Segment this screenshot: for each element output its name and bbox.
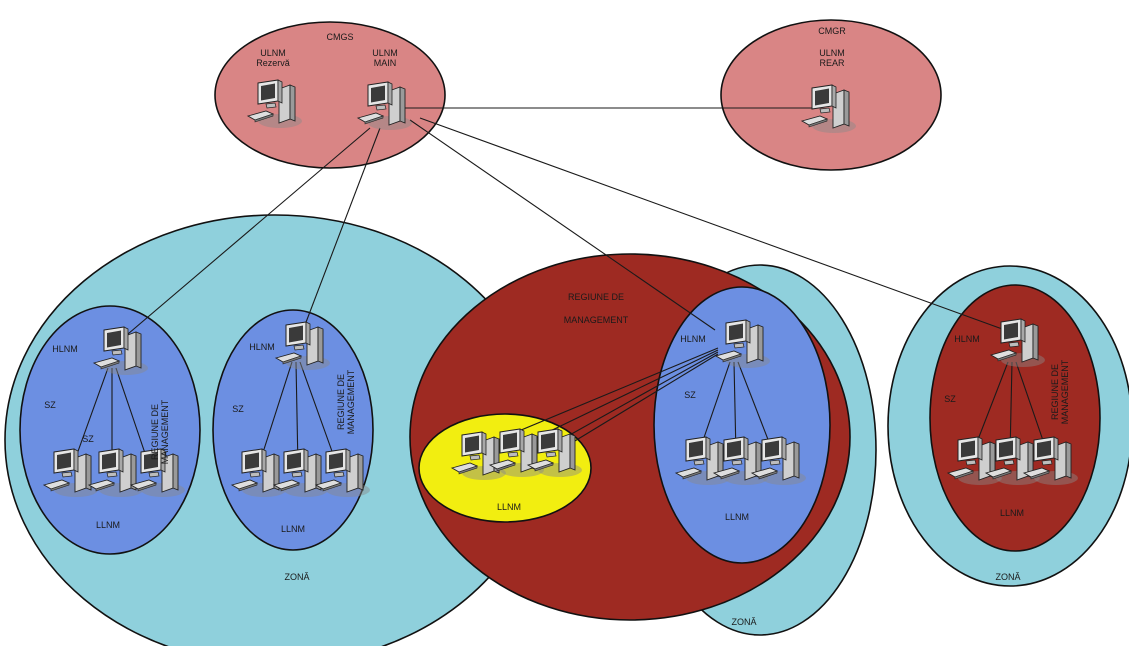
link-hlnm-mid-yellow3: [549, 351, 719, 447]
llnm-yellow-label: LLNM: [497, 502, 521, 512]
link-main-hlnm-left2: [299, 127, 381, 339]
llnm-left1-label: LLNM: [96, 520, 120, 530]
cmgs-title: CMGS: [327, 32, 354, 42]
region-left1-label-line2: MANAGEMENT: [160, 399, 170, 464]
cmgs-region: [214, 21, 446, 169]
ulnm-main-sublabel: MAIN: [374, 58, 397, 68]
sz-left2-label: SZ: [232, 404, 244, 414]
hlnm-right-label: HLNM: [954, 334, 980, 344]
zone-middle-label: ZONĂ: [731, 617, 756, 627]
link-main-hlnm-left1: [114, 127, 371, 346]
hlnm-left2-label: HLNM: [249, 342, 275, 352]
region-left2-label-line1: REGIUNE DE: [336, 374, 346, 430]
llnm-middle-label: LLNM: [725, 512, 749, 522]
sz-middle-label: SZ: [684, 390, 696, 400]
ulnm-rear-sublabel: REAR: [819, 58, 845, 68]
region-right-label-line1: REGIUNE DE: [1050, 364, 1060, 420]
cmgr-title: CMGR: [818, 26, 846, 36]
sz-left1-label: SZ: [44, 400, 56, 410]
llnm-left2-label: LLNM: [281, 524, 305, 534]
hlnm-middle-label: HLNM: [680, 334, 706, 344]
ulnm-rear-label: ULNM: [819, 48, 845, 58]
ulnm-reserve-label: ULNM: [260, 48, 286, 58]
zone-right-label: ZONĂ: [995, 572, 1020, 582]
link-main-hlnm-right: [419, 117, 1006, 331]
region-right-label-line2: MANAGEMENT: [1060, 359, 1070, 424]
region-left2-label-line2: MANAGEMENT: [346, 369, 356, 434]
sz-right-label: SZ: [944, 394, 956, 404]
sz-left1-inner-label: SZ: [82, 434, 94, 444]
network-links: [71, 107, 1049, 469]
region-middle-label-line1: REGIUNE DE: [568, 292, 624, 302]
ulnm-reserve-sublabel: Rezervă: [256, 58, 290, 68]
region-middle-label-line2: MANAGEMENT: [564, 315, 629, 325]
link-main-hlnm-middle: [409, 119, 716, 331]
region-left1-label-line1: REGIUNE DE: [150, 404, 160, 460]
ulnm-main-label: ULNM: [372, 48, 398, 58]
zone-left-label: ZONĂ: [284, 572, 309, 582]
link-hlnm-left2-llnm3: [299, 361, 339, 469]
hlnm-left1-label: HLNM: [52, 344, 78, 354]
link-hlnm-mid-yellow4: [559, 353, 719, 451]
llnm-right-label: LLNM: [1000, 508, 1024, 518]
